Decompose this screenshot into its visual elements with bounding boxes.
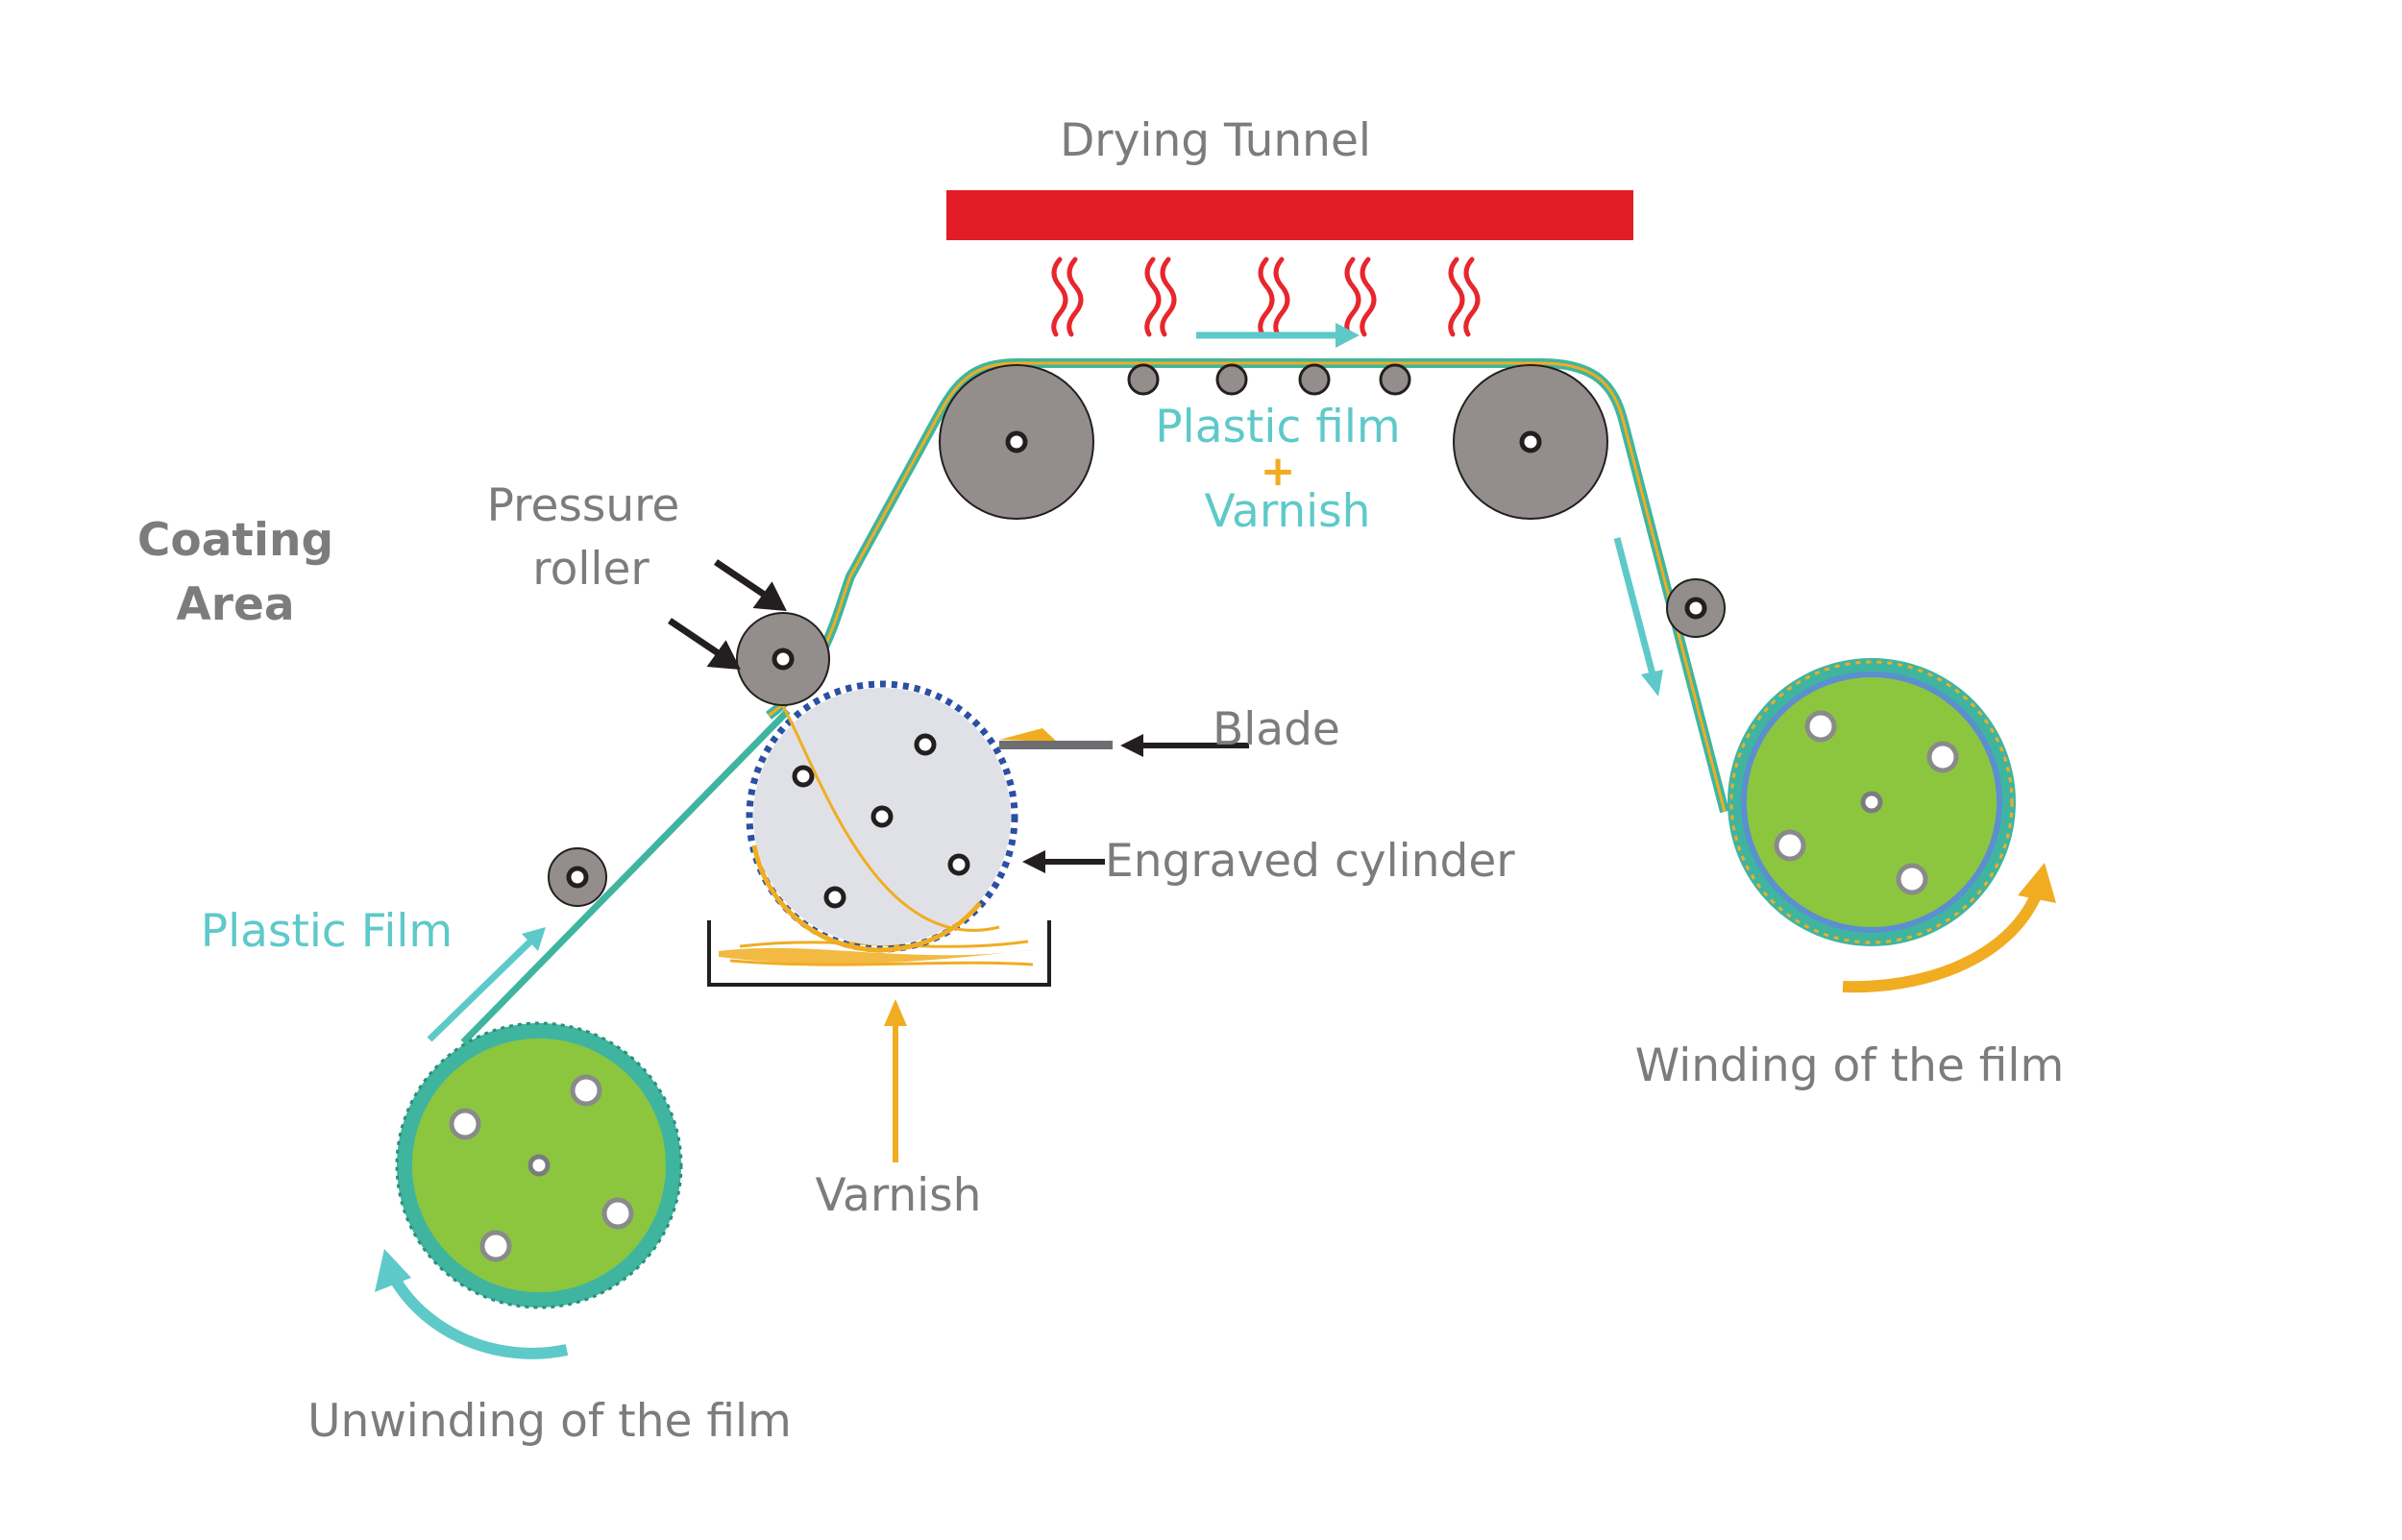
- coating-area-label-line1: Coating: [137, 514, 333, 567]
- film-direction-arrow-right: [1613, 537, 1663, 697]
- idler-roller-left: [548, 847, 607, 907]
- engraved-cylinder-label: Engraved cylinder: [1105, 835, 1515, 888]
- flame-icon: [1258, 257, 1290, 337]
- pressure-roller: [736, 612, 830, 706]
- support-roller: [1127, 363, 1160, 396]
- support-roller: [1215, 363, 1248, 396]
- top-roller-right: [1453, 364, 1608, 520]
- film-direction-arrow-top: [1196, 323, 1360, 348]
- winding-label: Winding of the film: [1635, 1039, 2065, 1092]
- cylinder-pointer-arrow: [1022, 850, 1105, 873]
- doctor-blade: [999, 728, 1113, 749]
- engraved-cylinder: [746, 680, 1018, 953]
- varnish-top-label: Varnish: [1205, 485, 1371, 538]
- flame-icon: [1344, 257, 1377, 337]
- flame-icon: [1448, 257, 1481, 337]
- idler-roller-right: [1666, 578, 1726, 638]
- coating-area-label-line2: Area: [176, 578, 294, 631]
- unwinding-reel: [395, 1021, 683, 1309]
- top-roller-left: [939, 364, 1094, 520]
- unwinding-rotation-arrow: [375, 1249, 569, 1359]
- drying-tunnel-label: Drying Tunnel: [1060, 114, 1371, 167]
- plus-sign: +: [1261, 447, 1296, 496]
- plastic-film-top-label: Plastic film: [1155, 401, 1400, 453]
- winding-reel: [1728, 658, 2016, 946]
- support-roller: [1379, 363, 1411, 396]
- support-roller: [1298, 363, 1331, 396]
- varnish-liquid: [719, 947, 1038, 965]
- varnish-supply-arrow: [884, 999, 907, 1162]
- pressure-roller-label-line2: roller: [532, 543, 650, 596]
- unwinding-label: Unwinding of the film: [307, 1395, 792, 1448]
- film-web-uncoated: [460, 708, 791, 1045]
- support-rollers: [1127, 363, 1411, 396]
- flame-icon: [1144, 257, 1177, 337]
- film-direction-arrow-left: [427, 927, 546, 1042]
- drying-tunnel-bar: [946, 190, 1633, 240]
- pressure-roller-label-line1: Pressure: [487, 479, 680, 532]
- pressure-arrows: [668, 559, 787, 671]
- winding-rotation-arrow: [1842, 863, 2056, 993]
- plastic-film-left-label: Plastic Film: [201, 905, 453, 958]
- heat-flames: [1051, 257, 1481, 337]
- blade-label: Blade: [1213, 703, 1340, 756]
- blade-pointer-arrow: [1120, 734, 1249, 757]
- flame-icon: [1051, 257, 1084, 337]
- varnish-bottom-label: Varnish: [816, 1169, 982, 1222]
